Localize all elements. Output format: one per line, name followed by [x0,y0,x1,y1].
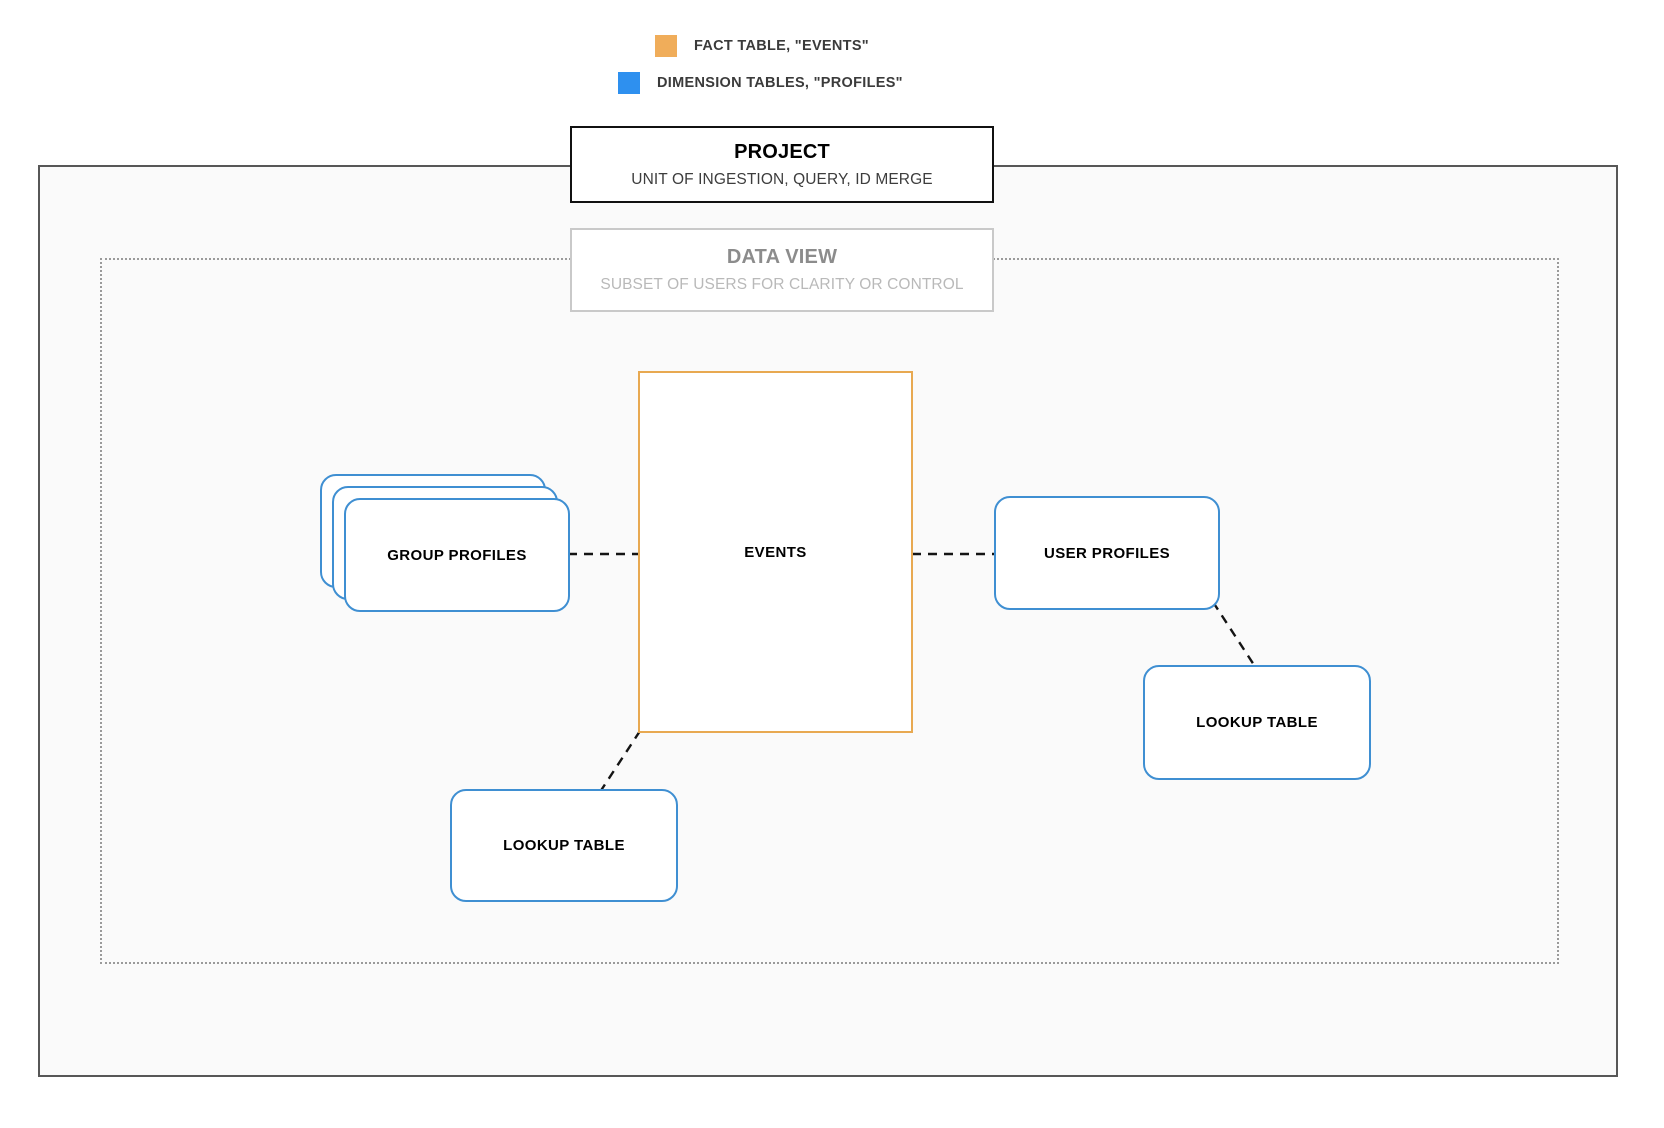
project-label-box: PROJECT UNIT OF INGESTION, QUERY, ID MER… [570,126,994,203]
node-events[interactable]: EVENTS [638,371,913,733]
node-user-profiles-label: USER PROFILES [1043,544,1171,562]
legend-item-dimension-tables: DIMENSION TABLES, "PROFILES" [618,72,903,94]
square-swatch-icon [655,35,677,57]
square-swatch-icon [618,72,640,94]
node-group-profiles[interactable]: GROUP PROFILES [320,474,570,614]
node-group-profiles-label: GROUP PROFILES [387,546,527,564]
node-user-profiles[interactable]: USER PROFILES [994,496,1220,610]
data-view-label-box: DATA VIEW SUBSET OF USERS FOR CLARITY OR… [570,228,994,312]
node-events-label: EVENTS [744,543,807,561]
node-lookup-table-left[interactable]: LOOKUP TABLE [450,789,678,902]
node-group-profiles-card-front[interactable]: GROUP PROFILES [344,498,570,612]
legend-item-label: DIMENSION TABLES, "PROFILES" [657,75,903,91]
data-view-title: DATA VIEW [726,246,838,268]
node-lookup-table-right-label: LOOKUP TABLE [1196,714,1318,731]
legend-item-label: FACT TABLE, "EVENTS" [694,38,869,54]
node-lookup-table-right[interactable]: LOOKUP TABLE [1143,665,1371,780]
node-lookup-table-left-label: LOOKUP TABLE [503,837,625,854]
legend-item-fact-table: FACT TABLE, "EVENTS" [655,35,869,57]
data-view-subtitle: SUBSET OF USERS FOR CLARITY OR CONTROL [600,276,964,293]
project-subtitle: UNIT OF INGESTION, QUERY, ID MERGE [631,170,933,188]
project-title: PROJECT [734,140,830,163]
